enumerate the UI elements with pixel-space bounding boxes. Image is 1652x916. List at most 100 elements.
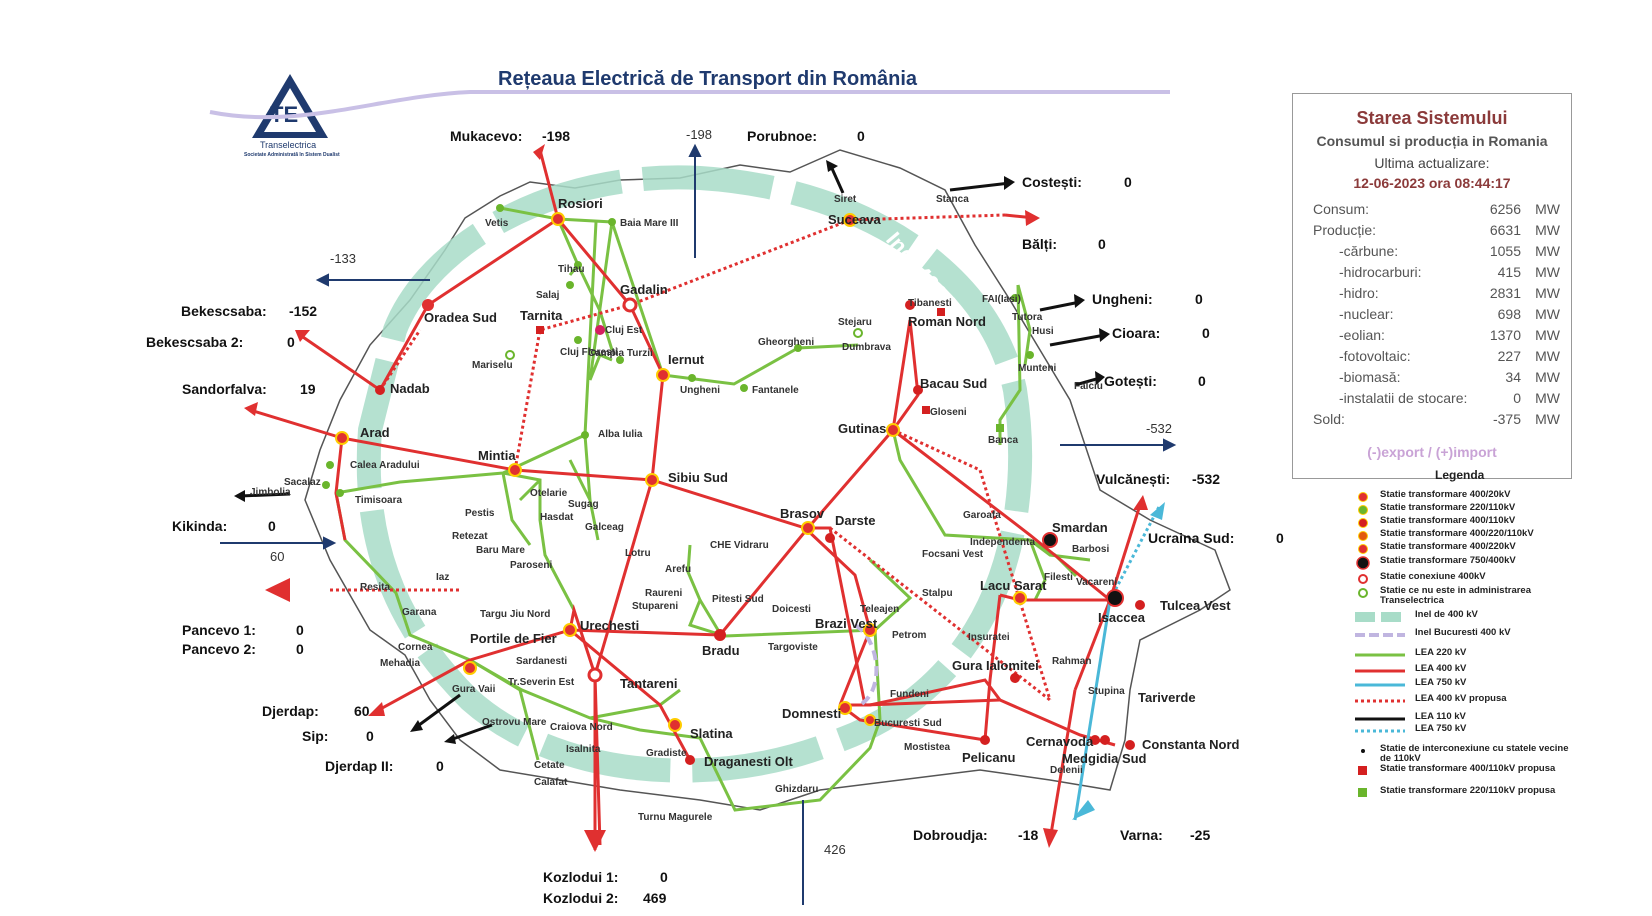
legend-symbol bbox=[1355, 664, 1415, 682]
legend-item-label: Inel de 400 kV bbox=[1415, 609, 1478, 620]
label-vetis: Vetis bbox=[485, 218, 509, 229]
label-filesti: Filesti bbox=[1044, 572, 1073, 583]
station-stejaru bbox=[853, 328, 863, 338]
status-heading: Starea Sistemului bbox=[1356, 108, 1508, 128]
border-total-arrows bbox=[220, 143, 1177, 905]
label-stalpu: Stalpu bbox=[922, 588, 953, 599]
status-row-unit: MW bbox=[1535, 369, 1560, 385]
station-darste bbox=[825, 533, 835, 543]
logo-subtitle: Societate Administrată în Sistem Dualist bbox=[244, 152, 340, 158]
station-tibanesti bbox=[937, 308, 945, 316]
legend-item-label: Statie transformare 220/110kV bbox=[1380, 502, 1516, 513]
label-teleajen: Teleajen bbox=[860, 604, 899, 615]
label-gutinas: Gutinas bbox=[838, 421, 886, 436]
flow-ucraina-sud: Ucraina Sud:0 bbox=[1148, 530, 1284, 546]
label-focsani-vest: Focsani Vest bbox=[922, 549, 984, 560]
legend-symbol bbox=[1355, 712, 1415, 730]
total-north: -198 bbox=[686, 127, 713, 142]
label-tarnita: Tarnita bbox=[520, 308, 563, 323]
label-insuratei: Insuratei bbox=[968, 632, 1010, 643]
flow-dobroudja: Dobroudja:-18 bbox=[913, 827, 1039, 843]
label-stanca: Stanca bbox=[936, 194, 969, 205]
label-paroseni: Paroseni bbox=[510, 560, 552, 571]
label-turnu-magurele: Turnu Magurele bbox=[638, 812, 713, 823]
legend-item-label: LEA 750 kV bbox=[1415, 677, 1467, 688]
legend-symbol bbox=[1355, 529, 1375, 547]
station-cernavoda bbox=[1090, 735, 1100, 745]
label-portile-fier: Portile de Fier bbox=[470, 631, 557, 646]
system-status-panel: Starea Sistemului Consumul si producția … bbox=[1292, 93, 1572, 479]
label-iernut: Iernut bbox=[668, 352, 705, 367]
legend-item-label: Statie transformare 220/110kV propusa bbox=[1380, 785, 1556, 796]
label-falciu: Falciu bbox=[1074, 381, 1103, 392]
station-bacau-sud bbox=[913, 385, 923, 395]
flow-varna: Varna:-25 bbox=[1120, 827, 1211, 843]
legend-item-label: Statie ce nu este in administrarea Trans… bbox=[1380, 585, 1532, 606]
status-row-value: 1370 bbox=[1489, 327, 1521, 343]
label-fantanele: Fantanele bbox=[752, 385, 799, 396]
legend-item-label: Statie transformare 400/220kV bbox=[1380, 541, 1516, 552]
station-draganesti bbox=[685, 755, 695, 765]
legend-item-label: LEA 110 kV bbox=[1415, 711, 1466, 722]
label-fundeni: Fundeni bbox=[890, 689, 929, 700]
flow-kikinda: Kikinda:0 bbox=[172, 518, 276, 534]
label-tutora: Tutora bbox=[1012, 312, 1043, 323]
status-row-label: Sold: bbox=[1313, 411, 1345, 427]
label-che-vidraru: CHE Vidraru bbox=[710, 540, 769, 551]
label-salaj: Salaj bbox=[536, 290, 560, 301]
label-brasov: Brasov bbox=[780, 506, 825, 521]
label-domnesti: Domnesti bbox=[782, 706, 841, 721]
station-cluj-est bbox=[595, 325, 605, 335]
station-constanta bbox=[1125, 740, 1135, 750]
station-smardan bbox=[1042, 532, 1058, 548]
station-gura-ialomitei bbox=[1010, 673, 1020, 683]
total-south: 426 bbox=[824, 842, 846, 857]
station-fai bbox=[1011, 294, 1019, 302]
status-row-value: 1055 bbox=[1489, 243, 1521, 259]
station-gutinas bbox=[886, 423, 900, 437]
label-vacareni: Vacareni bbox=[1076, 577, 1117, 588]
station-pelicanu bbox=[980, 735, 990, 745]
station-sibiu-sud bbox=[645, 473, 659, 487]
legend-item-label: LEA 750 kV bbox=[1415, 723, 1467, 734]
label-husi: Husi bbox=[1032, 326, 1054, 337]
status-row-label: -eolian: bbox=[1339, 327, 1385, 343]
station-suceava bbox=[843, 213, 857, 227]
transelectrica-logo: TE bbox=[209, 74, 1170, 138]
flow-kozlodui1: Kozlodui 1:0 bbox=[543, 869, 668, 885]
status-row-unit: MW bbox=[1535, 306, 1560, 322]
status-row-label: -hidro: bbox=[1339, 285, 1379, 301]
label-gloseni: Gloseni bbox=[930, 407, 967, 418]
label-tihau: Tihau bbox=[558, 264, 584, 275]
label-darste: Darste bbox=[835, 513, 875, 528]
station-ungheni bbox=[688, 374, 696, 382]
label-bradu: Bradu bbox=[702, 643, 740, 658]
legend-symbol bbox=[1355, 678, 1415, 696]
ring-400kv bbox=[356, 165, 1033, 783]
station-nadab bbox=[375, 385, 385, 395]
label-delenii: Delenii bbox=[1050, 765, 1083, 776]
label-timisoara: Timisoara bbox=[355, 495, 402, 506]
legend-symbol bbox=[1355, 542, 1375, 560]
label-isaccea: Isaccea bbox=[1098, 610, 1146, 625]
station-campia-turzii bbox=[616, 356, 624, 364]
label-urechesti: Urechesti bbox=[580, 618, 639, 633]
label-gradiste: Gradiste bbox=[646, 748, 687, 759]
station-alba-iulia bbox=[581, 431, 589, 439]
legend-symbol bbox=[1355, 516, 1375, 534]
station-gheorgheni bbox=[794, 344, 802, 352]
label-ghizdaru: Ghizdaru bbox=[775, 784, 818, 795]
label-bacau-sud: Bacau Sud bbox=[920, 376, 987, 391]
legend-symbol bbox=[1355, 628, 1415, 646]
flow-bekescsaba2: Bekescsaba 2:0 bbox=[146, 334, 295, 350]
status-row-unit: MW bbox=[1535, 390, 1560, 406]
label-resita: Resita bbox=[360, 582, 390, 593]
label-tantareni: Tantareni bbox=[620, 676, 678, 691]
status-row-unit: MW bbox=[1535, 264, 1560, 280]
